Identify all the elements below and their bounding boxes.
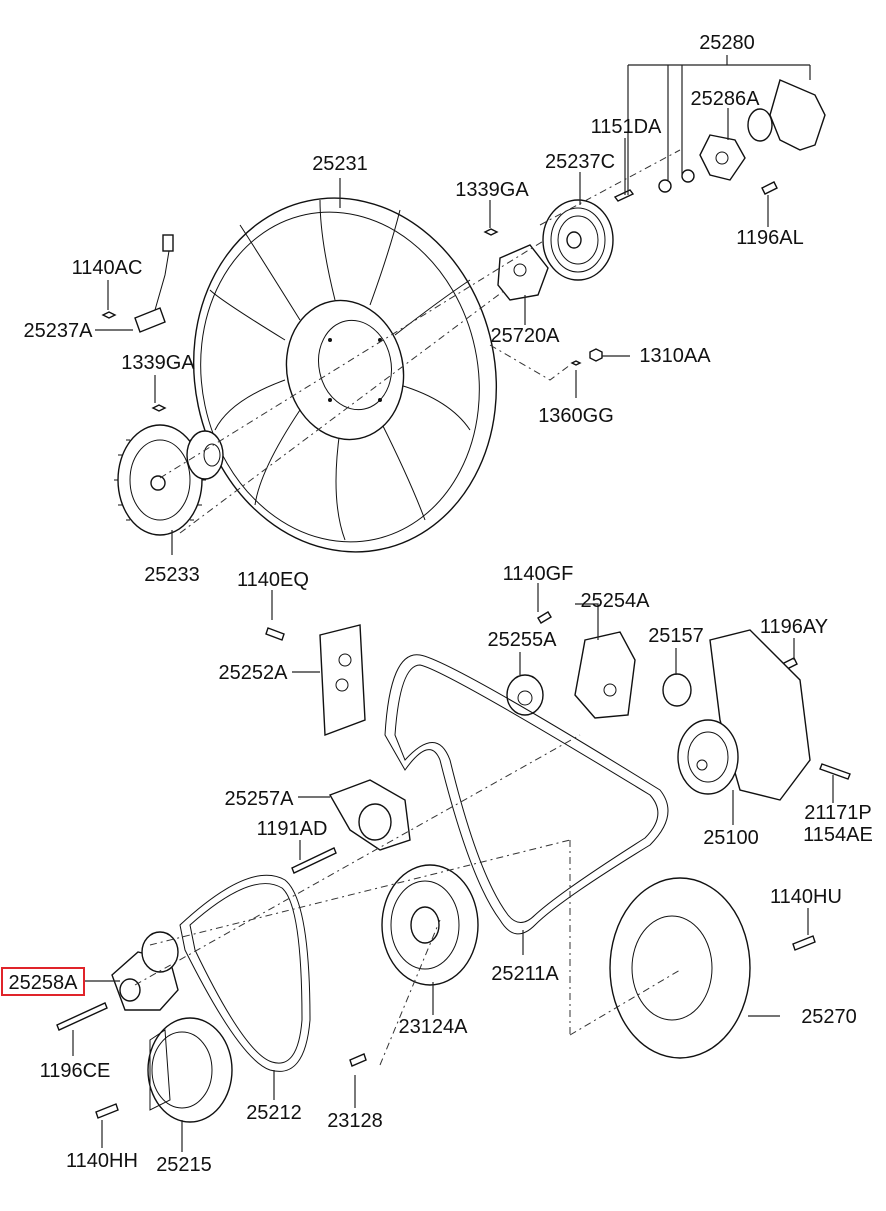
label-25231: 25231: [312, 153, 368, 175]
label-25255a: 25255A: [488, 629, 558, 651]
label-1140gf: 1140GF: [503, 563, 574, 585]
label-1140eq: 1140EQ: [237, 569, 309, 591]
label-1196al: 1196AL: [736, 227, 803, 249]
label-25286a: 25286A: [691, 88, 761, 110]
drive-belt-25211a: [384, 654, 669, 935]
pulley-25237c: [542, 199, 614, 281]
fan-clutch: [114, 424, 224, 536]
label-25258a: 25258A: [9, 972, 79, 994]
label-25212: 25212: [246, 1102, 302, 1124]
belt-25212: [179, 874, 311, 1072]
label-23124a: 23124A: [399, 1016, 469, 1038]
water-pump-25100: [677, 629, 811, 801]
label-25720a: 25720A: [491, 325, 561, 347]
fasteners: [56, 181, 851, 1119]
label-1191ad: 1191AD: [257, 818, 328, 840]
pulley-25215: [147, 1017, 233, 1123]
label-25257a: 25257A: [225, 788, 295, 810]
bracket-25252a: [319, 624, 366, 736]
label-25211a: 25211A: [491, 963, 559, 985]
crank-pulley-23124a: [381, 864, 479, 986]
label-1339ga-top: 1339GA: [455, 179, 529, 201]
tensioner-25257a: [328, 779, 411, 851]
label-25270: 25270: [801, 1006, 857, 1028]
label-23128: 23128: [327, 1110, 383, 1132]
label-1140hu: 1140HU: [770, 886, 842, 908]
label-25157: 25157: [648, 625, 704, 647]
label-1140ac: 1140AC: [72, 257, 143, 279]
label-1154ae: 1154AE: [803, 824, 873, 846]
label-25280: 25280: [699, 32, 755, 54]
label-1140hh: 1140HH: [66, 1150, 138, 1172]
bracket-25254a: [574, 631, 636, 719]
label-25237a: 25237A: [24, 320, 94, 342]
label-25252a: 25252A: [219, 662, 289, 684]
flange-25720a: [497, 244, 549, 301]
gasket-25157: [662, 673, 692, 707]
cooling-fan: [192, 197, 498, 553]
sensor-25237a: [134, 234, 174, 333]
label-25100: 25100: [703, 827, 759, 849]
part-labels: 25280 25286A 1151DA 25237C 25231 1339GA …: [9, 32, 873, 1176]
label-1151da: 1151DA: [591, 116, 662, 138]
label-1360gg: 1360GG: [538, 405, 614, 427]
label-25254a: 25254A: [581, 590, 651, 612]
idler-25255a: [506, 674, 544, 716]
label-1339ga-left: 1339GA: [121, 352, 195, 374]
label-25237c: 25237C: [545, 151, 615, 173]
tensioner-25258a: [111, 931, 179, 1011]
label-1196ce: 1196CE: [40, 1060, 111, 1082]
label-1196ay: 1196AY: [760, 616, 828, 638]
center-lines: [134, 149, 681, 1066]
label-25233: 25233: [144, 564, 200, 586]
damper-25270: [609, 877, 751, 1059]
label-21171p: 21171P: [804, 802, 871, 824]
label-25215: 25215: [156, 1154, 212, 1176]
highlight-box: [1, 967, 85, 996]
label-1310aa: 1310AA: [639, 345, 711, 367]
leader-lines: [72, 55, 834, 1152]
housing-25280: [613, 79, 826, 202]
